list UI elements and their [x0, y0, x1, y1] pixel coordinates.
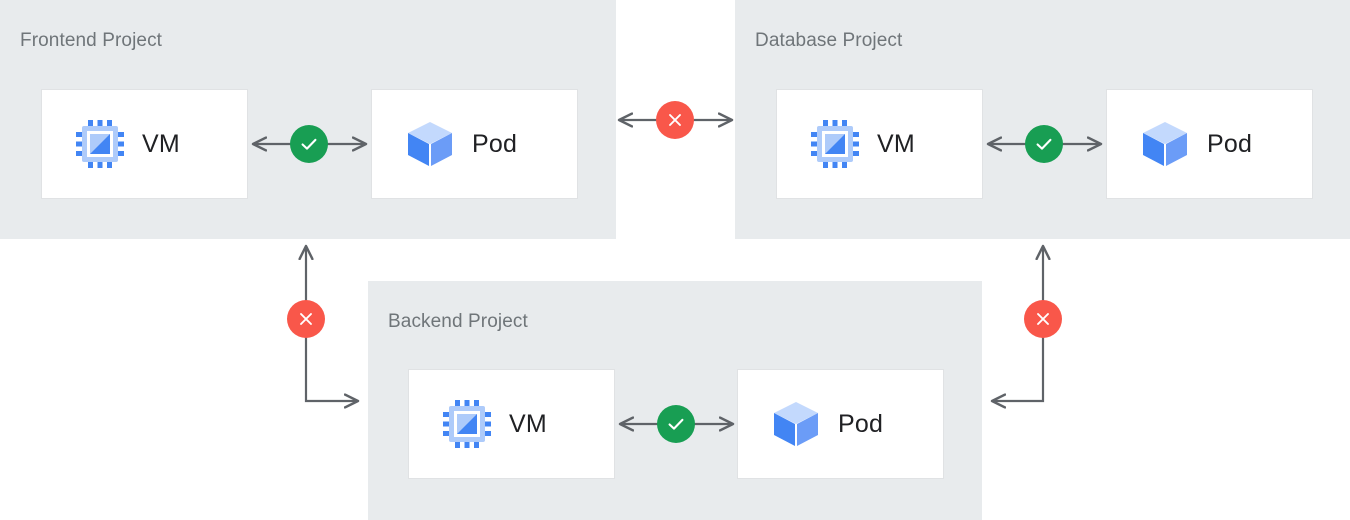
panel-title-database: Database Project: [755, 30, 903, 51]
pod-cube-icon: [1139, 118, 1191, 170]
node-card-backend-vm[interactable]: VM: [408, 369, 615, 479]
node-label-backend-pod: Pod: [838, 409, 884, 438]
vm-chip-icon: [441, 398, 493, 450]
status-badge-frontend-database-blocked[interactable]: [656, 101, 694, 139]
line-backend-database-elbow: [992, 335, 1045, 401]
check-circle-icon: [668, 418, 684, 430]
vm-chip-icon: [809, 118, 861, 170]
panel-title-frontend: Frontend Project: [20, 30, 163, 51]
node-card-backend-pod[interactable]: Pod: [737, 369, 944, 479]
status-badge-backend-internal-allowed[interactable]: [657, 405, 695, 443]
node-label-backend-vm: VM: [509, 409, 547, 438]
check-circle-icon: [301, 138, 317, 150]
pod-cube-icon: [770, 398, 822, 450]
node-card-frontend-vm[interactable]: VM: [41, 89, 248, 199]
status-badge-frontend-internal-allowed[interactable]: [290, 125, 328, 163]
status-badge-backend-database-blocked[interactable]: [1024, 300, 1062, 338]
node-label-database-pod: Pod: [1207, 129, 1253, 158]
vm-chip-icon: [74, 118, 126, 170]
x-circle-icon: [669, 114, 681, 126]
node-label-frontend-vm: VM: [142, 129, 180, 158]
pod-cube-icon: [404, 118, 456, 170]
node-card-frontend-pod[interactable]: Pod: [371, 89, 578, 199]
node-card-database-pod[interactable]: Pod: [1106, 89, 1313, 199]
x-circle-icon: [300, 313, 312, 325]
x-circle-icon: [1037, 313, 1049, 325]
node-label-database-vm: VM: [877, 129, 915, 158]
status-badge-backend-frontend-blocked[interactable]: [287, 300, 325, 338]
line-backend-frontend-elbow: [304, 335, 358, 401]
node-card-database-vm[interactable]: VM: [776, 89, 983, 199]
check-circle-icon: [1036, 138, 1052, 150]
status-badge-database-internal-allowed[interactable]: [1025, 125, 1063, 163]
node-label-frontend-pod: Pod: [472, 129, 518, 158]
panel-title-backend: Backend Project: [388, 311, 528, 332]
